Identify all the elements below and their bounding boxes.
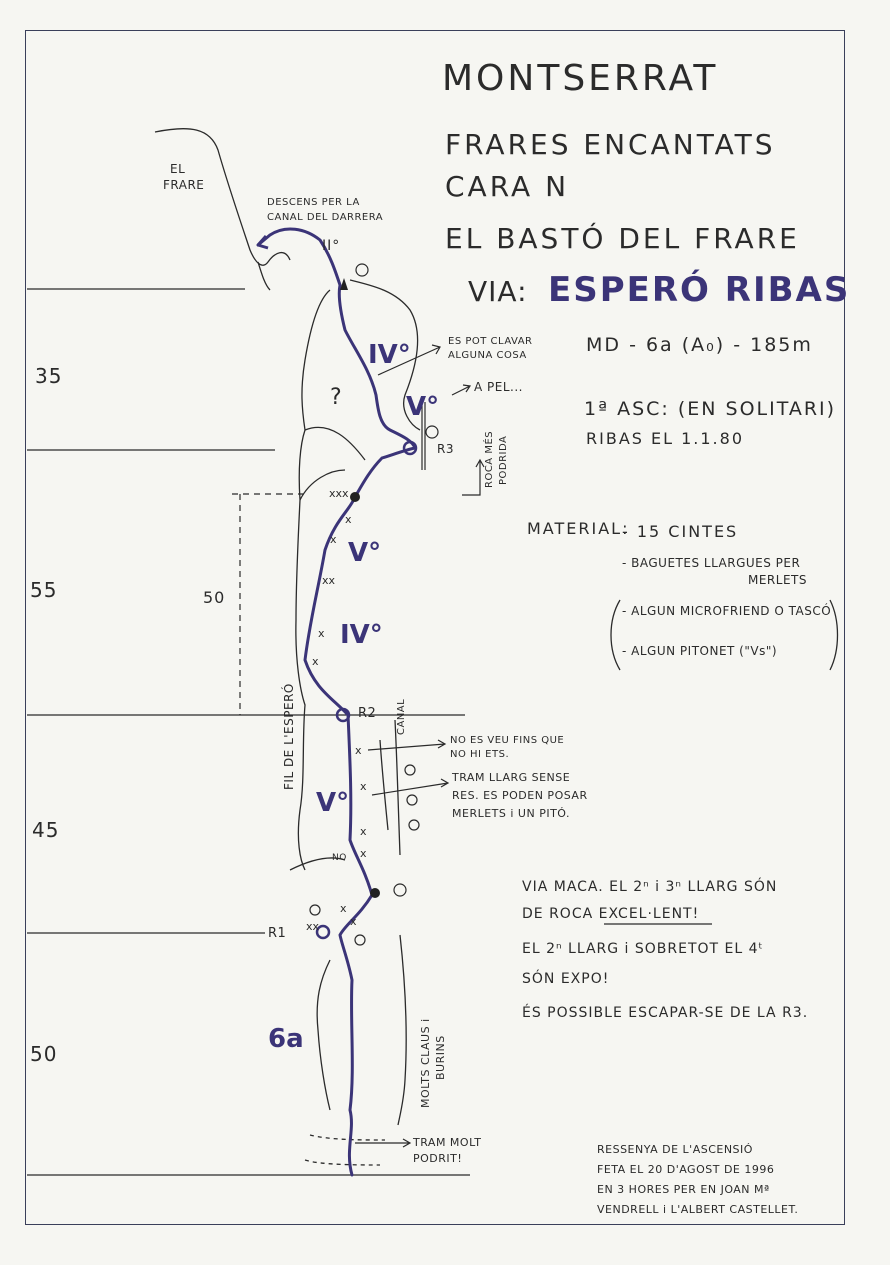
svg-text:xxx: xxx — [329, 487, 349, 500]
question-mark: ? — [330, 385, 343, 410]
grade-label: V° — [406, 392, 440, 422]
pitch-length: 50 — [30, 1042, 58, 1066]
first-ascent-line-2: RIBAS EL 1.1.80 — [586, 429, 744, 448]
rock-note: PODRIDA — [498, 435, 509, 485]
credit-line: EN 3 HORES PER EN JOAN Mª — [597, 1183, 770, 1196]
comment-text: DE ROCA — [522, 906, 599, 922]
comment-line: VIA MACA. EL 2ⁿ i 3ⁿ LLARG SÓN — [522, 879, 778, 895]
svg-text:xx: xx — [306, 920, 320, 933]
subtitle-face: CARA N — [445, 170, 570, 203]
credit-line: FETA EL 20 D'AGOST DE 1996 — [597, 1163, 775, 1176]
material-label: MATERIAL: — [527, 519, 630, 538]
via-name: ESPERÓ RIBAS — [548, 270, 851, 310]
material-bracket — [829, 599, 839, 671]
belay-label: R2 — [358, 706, 377, 721]
first-ascent-line-1: 1ª ASC: (EN SOLITARI) — [584, 398, 837, 420]
belay-dot — [370, 888, 380, 898]
material-item: - BAGUETES LLARGUES PER — [622, 556, 801, 570]
comment-line: SÓN EXPO! — [522, 971, 610, 987]
ridge-label: FIL DE L'ESPERÓ — [282, 683, 296, 790]
tree-icons — [309, 263, 439, 946]
summit-marker — [340, 278, 348, 290]
pitch-dividers — [27, 288, 470, 1176]
rock-note: ROCA MÉS — [484, 430, 495, 488]
comment-emphasis: EXCEL·LENT — [598, 906, 693, 922]
grade-label: V° — [316, 788, 350, 818]
grade-label: II° — [322, 238, 341, 254]
bolt-markers: xxx x x xx x x x x x x x x xx — [306, 487, 367, 933]
material-item: - ALGUN MICROFRIEND O TASCÓ — [622, 604, 832, 618]
route-note: NO — [332, 853, 347, 863]
route-note: RES. ES PODEN POSAR — [452, 789, 588, 802]
height-label: 50 — [203, 588, 226, 607]
svg-text:x: x — [340, 902, 347, 915]
route-note: ES POT CLAVAR — [448, 336, 533, 347]
svg-text:x: x — [330, 533, 337, 546]
credit-line: RESSENYA DE L'ASCENSIÓ — [597, 1143, 753, 1156]
page-frame — [25, 30, 845, 1225]
grade-label: V° — [348, 538, 382, 568]
grade-info: MD - 6a (A₀) - 185m — [586, 334, 813, 356]
route-note: PODRIT! — [413, 1152, 463, 1165]
page-title: MONTSERRAT — [442, 58, 719, 99]
comment-text: ! — [692, 906, 700, 922]
el-frare-label: FRARE — [163, 178, 205, 192]
svg-text:x: x — [318, 627, 325, 640]
pitch-length: 45 — [32, 818, 60, 842]
el-frare-label: EL — [170, 162, 186, 176]
svg-text:x: x — [355, 744, 362, 757]
subtitle-tower: EL BASTÓ DEL FRARE — [445, 222, 800, 255]
belay-r3-ring — [402, 440, 418, 456]
svg-text:x: x — [350, 915, 357, 928]
comment-line: ÉS POSSIBLE ESCAPAR-SE DE LA R3. — [522, 1005, 809, 1021]
route-note: TRAM LLARG SENSE — [452, 771, 571, 784]
material-item: - 15 CINTES — [622, 522, 739, 541]
subtitle-area: FRARES ENCANTATS — [445, 128, 776, 161]
material-item: MERLETS — [748, 573, 807, 587]
svg-text:x: x — [360, 847, 367, 860]
grade-label: IV° — [340, 620, 383, 650]
comment-line: EL 2ⁿ LLARG i SOBRETOT EL 4ᵗ — [522, 941, 764, 957]
svg-text:x: x — [360, 780, 367, 793]
route-note: MERLETS i UN PITÓ. — [452, 807, 570, 820]
via-label: VIA: — [468, 275, 528, 308]
bolts-note: MOLTS CLAUS i — [419, 1018, 432, 1108]
svg-text:x: x — [345, 513, 352, 526]
descent-note: CANAL DEL DARRERA — [267, 212, 384, 223]
svg-text:x: x — [360, 825, 367, 838]
credit-line: VENDRELL i L'ALBERT CASTELLET. — [597, 1203, 799, 1216]
route-line — [256, 227, 418, 1177]
note-arrows — [355, 344, 485, 1148]
svg-text:xx: xx — [322, 574, 336, 587]
bolts-note: BURINS — [434, 1035, 447, 1080]
route-note: ALGUNA COSA — [448, 350, 527, 361]
material-item: - ALGUN PITONET ("Vs") — [622, 644, 778, 658]
belay-dot — [350, 492, 360, 502]
grade-label: IV° — [368, 340, 411, 370]
belay-r2-ring — [335, 707, 351, 723]
pitch-length: 35 — [35, 364, 63, 388]
route-note: NO ES VEU FINS QUE — [450, 735, 565, 746]
route-note: NO HI ETS. — [450, 749, 510, 760]
belay-label: R3 — [437, 442, 454, 456]
descent-arrowhead — [256, 235, 269, 250]
descent-note: DESCENS PER LA — [267, 197, 360, 208]
route-note: A PEL... — [474, 380, 523, 394]
comment-line: DE ROCA EXCEL·LENT! — [522, 905, 699, 924]
belay-r1-ring — [315, 924, 331, 940]
material-bracket — [610, 599, 621, 671]
el-frare-outline — [154, 128, 291, 266]
rock-outlines — [154, 128, 421, 1166]
measure-dashed — [232, 493, 305, 715]
grade-label: 6a — [268, 1024, 304, 1054]
pitch-length: 55 — [30, 578, 58, 602]
belay-label: R1 — [268, 926, 287, 941]
gully-label: CANAL — [396, 698, 407, 735]
route-note: TRAM MOLT — [413, 1136, 482, 1149]
svg-text:x: x — [312, 655, 319, 668]
